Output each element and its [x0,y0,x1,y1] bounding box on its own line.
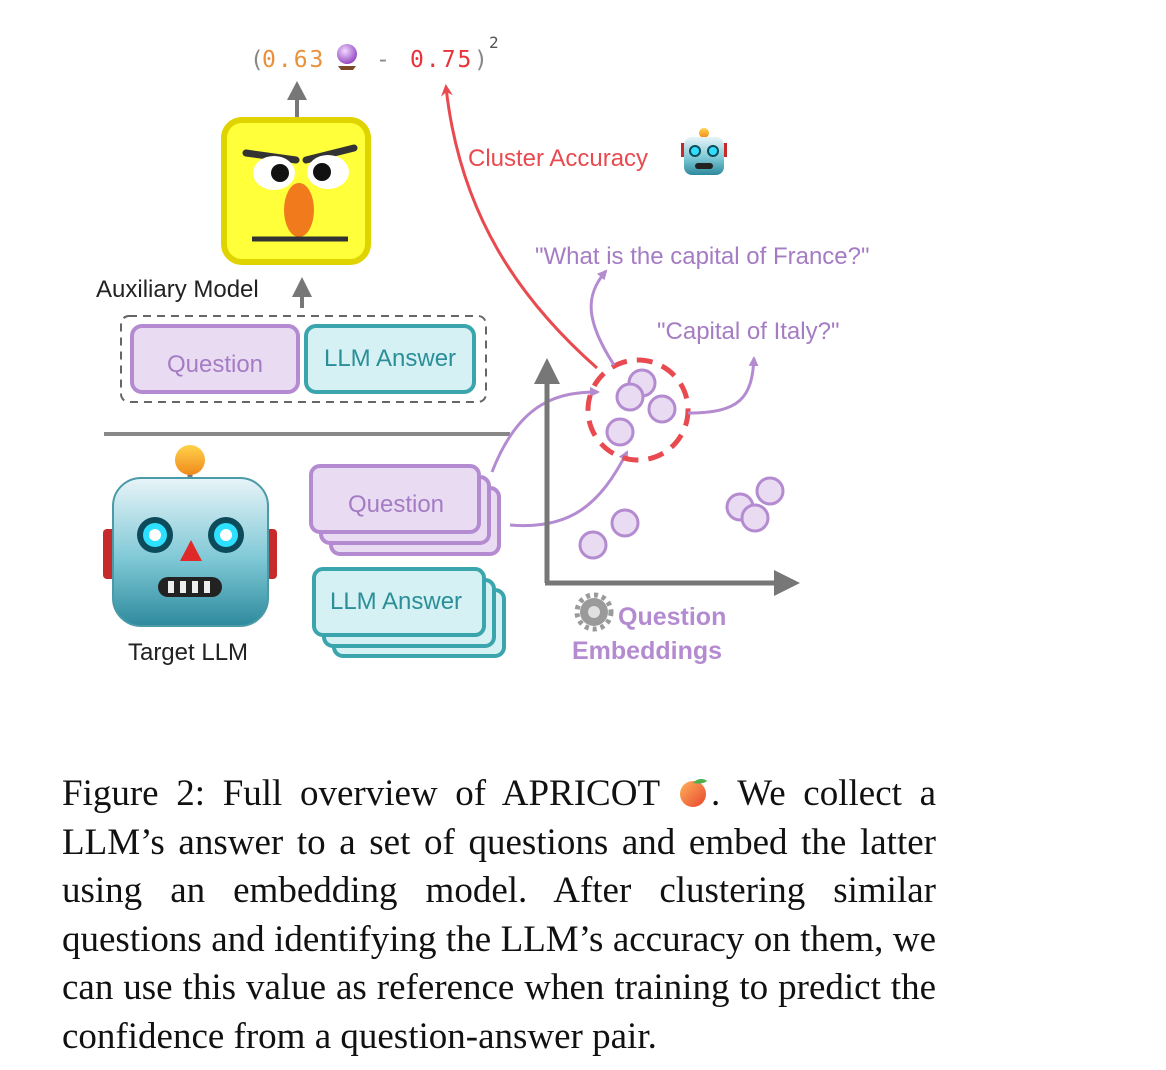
answer-stack: LLM Answer [312,567,506,658]
embedding-points [578,368,785,560]
input-to-aux-arrow [292,277,312,308]
caption-text-end: . We collect a LLM’s answer to a set of … [62,773,936,1057]
formula-exponent: 2 [489,33,499,52]
answer-input-box [304,324,476,394]
question-input-box [130,324,300,394]
aux-to-formula-arrow [287,81,307,118]
peach-icon [680,778,708,807]
gear-icon [574,592,614,632]
formula-close-paren: ) [474,47,488,73]
embedding-point [610,508,640,538]
formula-minus: - [376,47,390,73]
embeddings-label-line1: Question [618,603,726,631]
embedding-point [647,394,677,424]
embeddings-label-line2: Embeddings [572,637,722,665]
question-stack: Question [309,464,501,556]
cluster-accuracy-label: Cluster Accuracy [468,145,648,172]
embedding-point [605,417,635,447]
sample-question-france: "What is the capital of France?" [535,243,870,270]
embedding-point [578,530,608,560]
target-llm-robot-icon [103,445,277,627]
loss-formula: ( 0.63 - 0.75 ) 2 [250,33,499,73]
france-question-arrow [589,269,616,366]
caption-text-start: Figure 2: Full overview of APRICOT [62,773,678,814]
sample-question-italy: "Capital of Italy?" [657,318,839,345]
embedding-point [615,382,645,412]
figure-caption: Figure 2: Full overview of APRICOT . We … [62,770,936,1061]
formula-open-paren: ( [250,47,264,73]
answer-input-label: LLM Answer [324,345,456,372]
robot-icon [681,128,727,175]
embed-arrow-1 [490,387,600,473]
cluster-accuracy-value: 0.75 [410,47,473,73]
auxiliary-model-label: Auxiliary Model [96,276,259,303]
auxiliary-model-icon [221,117,371,265]
aux-input-group [120,315,487,403]
question-input-label: Question [167,351,263,378]
embedding-point [740,503,770,533]
question-cluster [585,357,691,463]
crystal-ball-icon [337,44,357,70]
question-stack-label: Question [348,491,444,518]
embed-arrow-2 [509,450,629,528]
embedding-axes [534,358,800,596]
italy-question-arrow [687,356,759,415]
cluster-accuracy-arrow [441,84,598,370]
embedding-point [755,476,785,506]
apricot-overview-diagram: ( 0.63 - 0.75 ) 2 Auxiliary Model [96,33,870,666]
predicted-confidence-value: 0.63 [262,47,325,73]
target-llm-label: Target LLM [128,639,248,666]
answer-stack-label: LLM Answer [330,588,462,615]
